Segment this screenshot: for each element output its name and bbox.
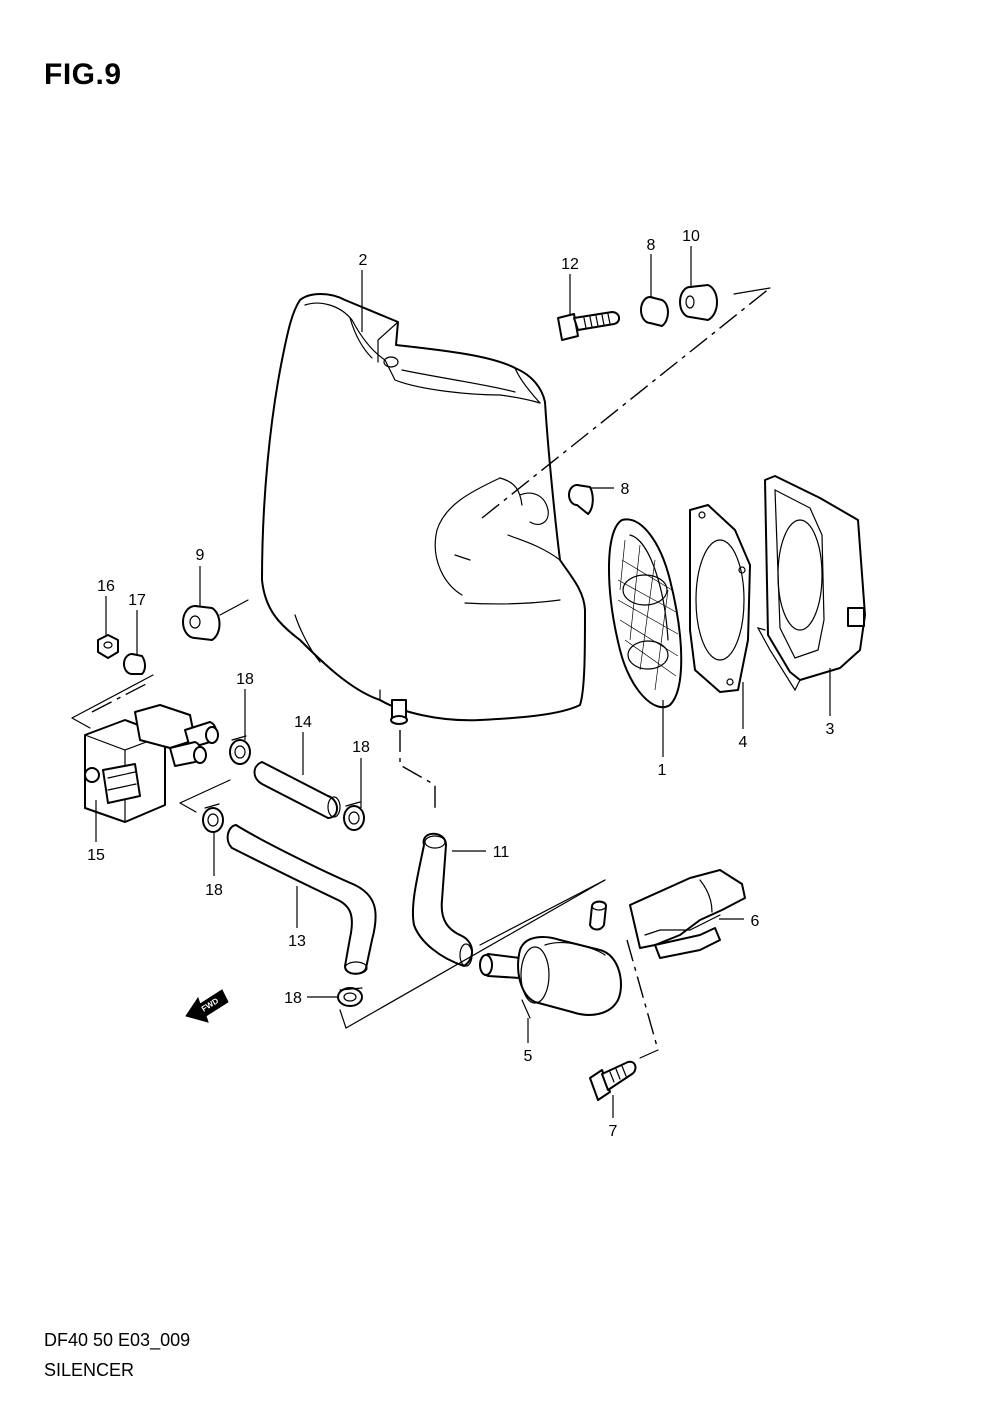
hose-clip-part-18-d	[337, 987, 363, 1007]
callout-5: 5	[524, 1048, 533, 1065]
callout-18-c: 18	[205, 882, 223, 899]
bushing-part-8-side	[568, 484, 594, 515]
nut-part-16	[97, 634, 119, 659]
bolt-part-12	[557, 311, 620, 341]
callout-11: 11	[493, 844, 510, 861]
filter-part-5	[479, 900, 622, 1019]
callout-labels: 1 2 3 4 5 6 7 8 8 9 10 11 12 13 14 15 16…	[87, 228, 834, 1140]
hose-part-11	[411, 832, 473, 967]
hose-clip-part-18-c	[202, 803, 224, 833]
silencer-case-part	[261, 293, 586, 722]
drawing-name: SILENCER	[44, 1360, 135, 1380]
case-drain-nipple	[390, 699, 408, 725]
callout-18-a: 18	[236, 671, 254, 688]
callout-8-top: 8	[647, 237, 656, 254]
callout-2: 2	[359, 252, 368, 269]
callout-10: 10	[682, 228, 700, 245]
figure-title: FIG.9	[44, 58, 122, 91]
hose-part-14	[253, 761, 341, 819]
callout-8-side: 8	[621, 481, 630, 498]
hose-clip-part-18-a	[229, 735, 251, 765]
callout-3: 3	[826, 721, 835, 738]
callout-9: 9	[196, 547, 205, 564]
cover-part-3	[756, 475, 866, 692]
callout-7: 7	[609, 1123, 618, 1140]
gasket-part-4	[689, 504, 751, 693]
bushing-part-8-top	[640, 296, 669, 327]
callout-16: 16	[97, 578, 115, 595]
callout-18-b: 18	[352, 739, 370, 756]
bolt-part-7	[589, 1060, 637, 1101]
callout-4: 4	[739, 734, 748, 751]
solenoid-valve-part-15	[84, 704, 219, 823]
screen-part-1	[608, 518, 683, 708]
assembly-lines	[71, 287, 771, 1059]
washer-part-17	[123, 653, 146, 675]
callout-15: 15	[87, 847, 105, 864]
grommet-part-9	[182, 605, 221, 641]
callout-18-d: 18	[284, 990, 302, 1007]
grommet-part-10	[679, 284, 718, 321]
hose-clip-part-18-b	[343, 801, 365, 831]
callout-13: 13	[288, 933, 306, 950]
callout-6: 6	[751, 913, 760, 930]
bracket-part-6	[629, 869, 746, 959]
drawing-code: DF40 50 E03_009	[44, 1330, 191, 1350]
leader-lines	[95, 246, 831, 1118]
callout-14: 14	[294, 714, 312, 731]
hose-part-13	[226, 824, 377, 975]
callout-17: 17	[128, 592, 146, 609]
forward-direction-arrow: FWD	[185, 989, 229, 1023]
callout-1: 1	[658, 762, 667, 779]
callout-12: 12	[561, 256, 579, 273]
